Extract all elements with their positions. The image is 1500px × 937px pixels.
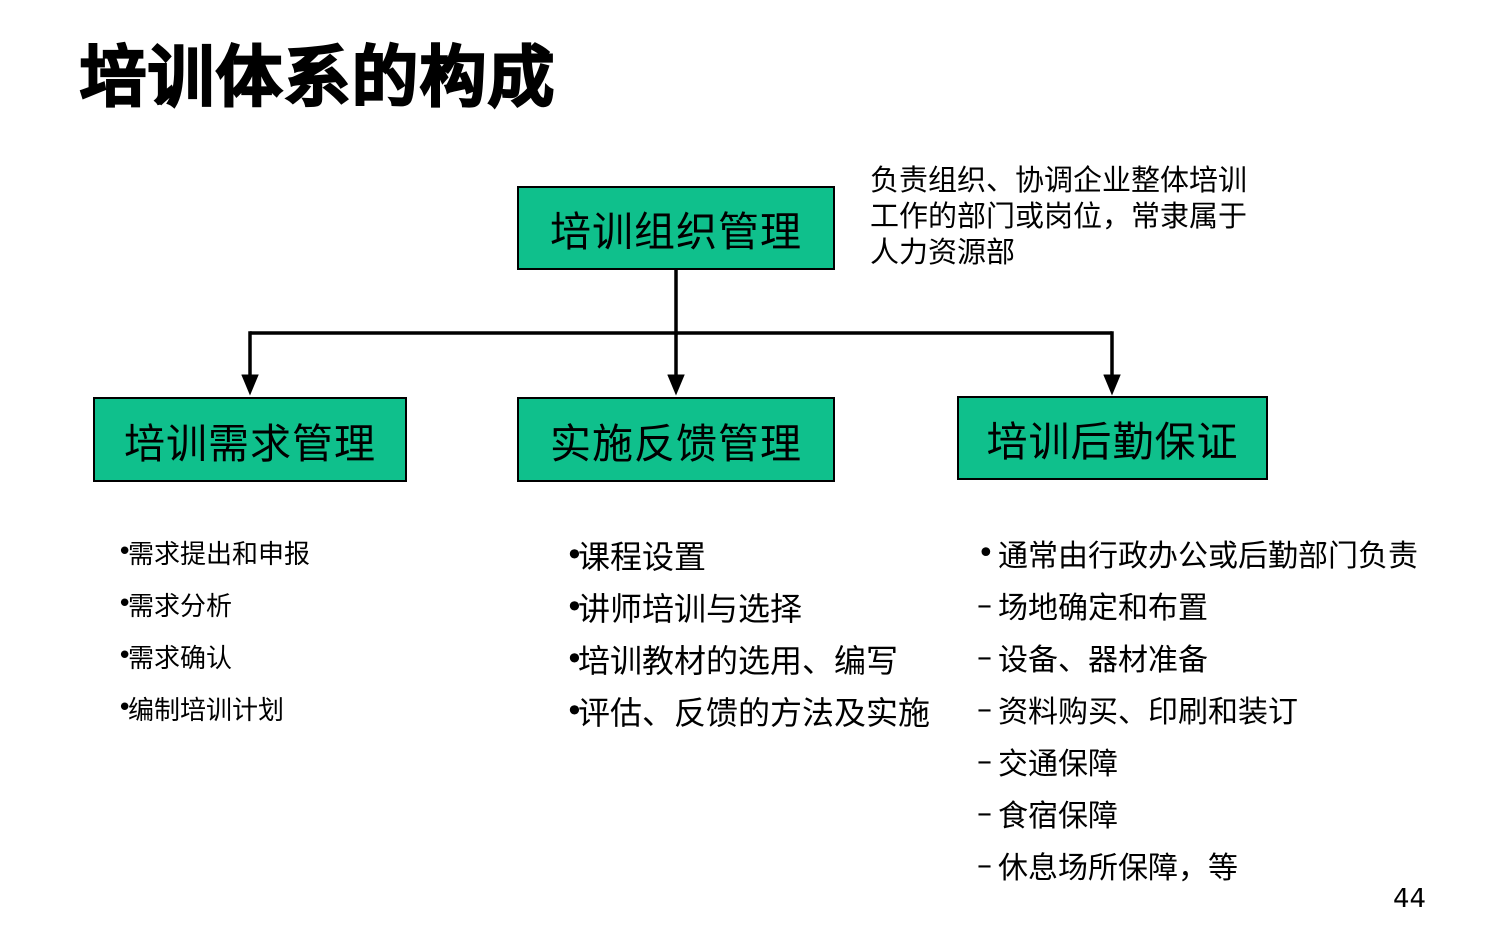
dash-marker: –: [977, 639, 992, 675]
list-item-text: 资料购买、印刷和装订: [998, 695, 1298, 730]
bullet-marker: •: [117, 537, 133, 567]
list-item-text: 讲师培训与选择: [578, 590, 803, 628]
list-item-text: 通常由行政办公或后勤部门负责: [998, 539, 1418, 574]
list-item-text: 食宿保障: [998, 799, 1118, 834]
page-title: 培训体系的构成: [79, 39, 556, 116]
bullet-marker: •: [117, 641, 133, 671]
logistics-support-list: • 通常由行政办公或后勤部门负责 – 场地确定和布置 – 设备、器材准备 – 资…: [977, 527, 1418, 891]
dash-marker: –: [977, 795, 992, 831]
bullet-marker: •: [565, 588, 584, 626]
list-item: • 培训教材的选用、编写: [565, 633, 930, 685]
bullet-marker: •: [565, 640, 584, 678]
list-item-text: 休息场所保障，等: [998, 851, 1238, 886]
dash-marker: –: [977, 847, 992, 883]
root-annotation: 负责组织、协调企业整体培训 工作的部门或岗位，常隶属于 人力资源部: [870, 163, 1248, 269]
list-item: – 交通保障: [977, 735, 1418, 787]
list-item-text: 设备、器材准备: [998, 643, 1208, 678]
list-item: – 食宿保障: [977, 787, 1418, 839]
node-label: 培训后勤保证: [986, 418, 1239, 466]
list-item-text: 需求提出和申报: [128, 539, 311, 570]
list-item: • 通常由行政办公或后勤部门负责: [977, 527, 1418, 579]
implementation-feedback-list: • 课程设置 • 讲师培训与选择 • 培训教材的选用、编写 • 评估、反馈的方法…: [565, 529, 930, 737]
bullet-marker: •: [565, 692, 584, 730]
list-item: • 编制培训计划: [117, 682, 310, 734]
list-item: – 设备、器材准备: [977, 631, 1418, 683]
node-training-logistics-support: 培训后勤保证: [957, 396, 1268, 480]
bullet-marker: •: [565, 536, 584, 574]
dash-marker: –: [977, 587, 992, 623]
node-training-organization-management: 培训组织管理: [517, 186, 835, 270]
list-item-text: 需求确认: [128, 643, 233, 674]
list-item: • 需求确认: [117, 630, 310, 682]
dash-marker: –: [977, 743, 992, 779]
list-item: • 课程设置: [565, 529, 930, 581]
node-implementation-feedback-management: 实施反馈管理: [517, 397, 835, 482]
needs-management-list: • 需求提出和申报 • 需求分析 • 需求确认 • 编制培训计划: [117, 526, 310, 734]
list-item: • 需求分析: [117, 578, 310, 630]
list-item: – 资料购买、印刷和装订: [977, 683, 1418, 735]
list-item: – 休息场所保障，等: [977, 839, 1418, 891]
list-item-text: 培训教材的选用、编写: [578, 642, 899, 680]
list-item-text: 评估、反馈的方法及实施: [578, 694, 931, 732]
list-item-text: 场地确定和布置: [998, 591, 1208, 626]
list-item: • 需求提出和申报: [117, 526, 310, 578]
list-item-text: 交通保障: [998, 747, 1118, 782]
bullet-marker: •: [117, 589, 133, 619]
dash-marker: –: [977, 691, 992, 727]
list-item-text: 需求分析: [128, 591, 233, 622]
node-label: 实施反馈管理: [550, 419, 802, 468]
page-number: 44: [1393, 884, 1427, 914]
node-label: 培训组织管理: [550, 208, 802, 256]
bullet-marker: •: [977, 535, 995, 571]
node-training-needs-management: 培训需求管理: [93, 397, 407, 482]
list-item: – 场地确定和布置: [977, 579, 1418, 631]
list-item: • 讲师培训与选择: [565, 581, 930, 633]
list-item: • 评估、反馈的方法及实施: [565, 685, 930, 737]
list-item-text: 编制培训计划: [128, 695, 285, 726]
list-item-text: 课程设置: [578, 538, 707, 576]
node-label: 培训需求管理: [124, 419, 376, 468]
bullet-marker: •: [117, 693, 133, 723]
